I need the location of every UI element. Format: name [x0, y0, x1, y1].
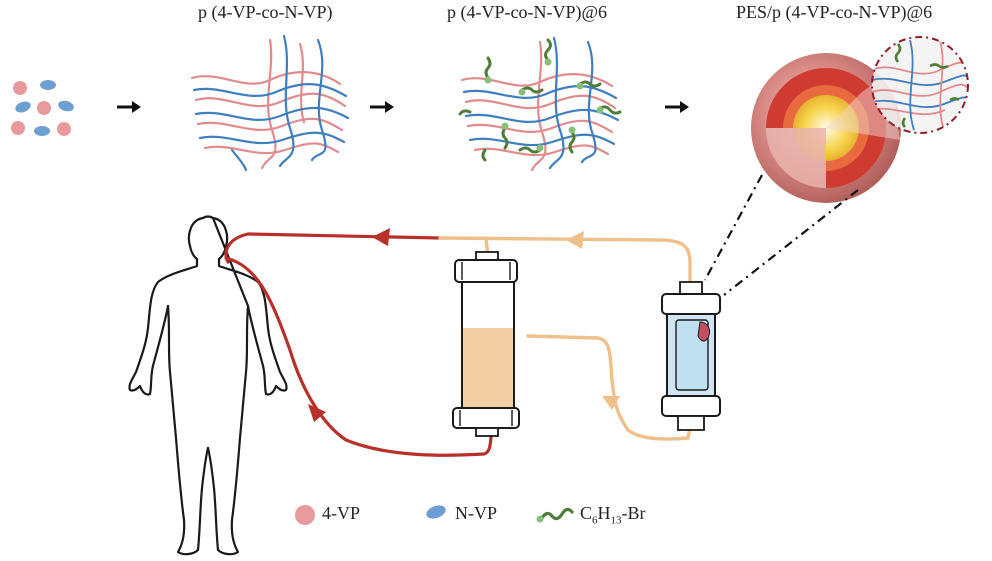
arrow-left-icon — [566, 231, 584, 249]
stage-title-bead: PES/p (4-VP-co-N-VP)@6 — [736, 2, 933, 22]
column-icon — [452, 251, 520, 437]
stage-title-copolymer: p (4-VP-co-N-VP) — [198, 2, 333, 22]
human-silhouette-icon — [128, 215, 288, 556]
legend-label-chain: C6H13-Br — [580, 503, 646, 527]
filter-cartridge-icon — [661, 281, 721, 431]
legend-marker-nvp — [426, 505, 446, 519]
zoom-circle — [871, 36, 969, 134]
arrow-right-icon — [665, 101, 689, 113]
arrow-left-icon — [372, 228, 390, 246]
legend-label-4vp: 4-VP — [322, 503, 361, 523]
polymer-network — [190, 34, 350, 172]
bead-icon — [751, 53, 901, 203]
legend-marker-chain — [536, 507, 574, 523]
stage-title-modified: p (4-VP-co-N-VP)@6 — [447, 2, 608, 22]
legend-marker-4vp — [295, 505, 315, 525]
zoom-connector — [704, 174, 859, 296]
monomer-mixture — [11, 80, 74, 136]
arrow-down-icon — [602, 396, 620, 410]
arrow-right-icon — [117, 101, 141, 113]
arrow-down-icon — [308, 404, 326, 422]
blood-outflow-tube — [224, 232, 494, 457]
legend-label-nvp: N-VP — [455, 503, 498, 523]
arrow-right-icon — [370, 101, 394, 113]
graft-nodes — [484, 58, 604, 152]
alkyl-chain-grafts — [458, 38, 622, 162]
